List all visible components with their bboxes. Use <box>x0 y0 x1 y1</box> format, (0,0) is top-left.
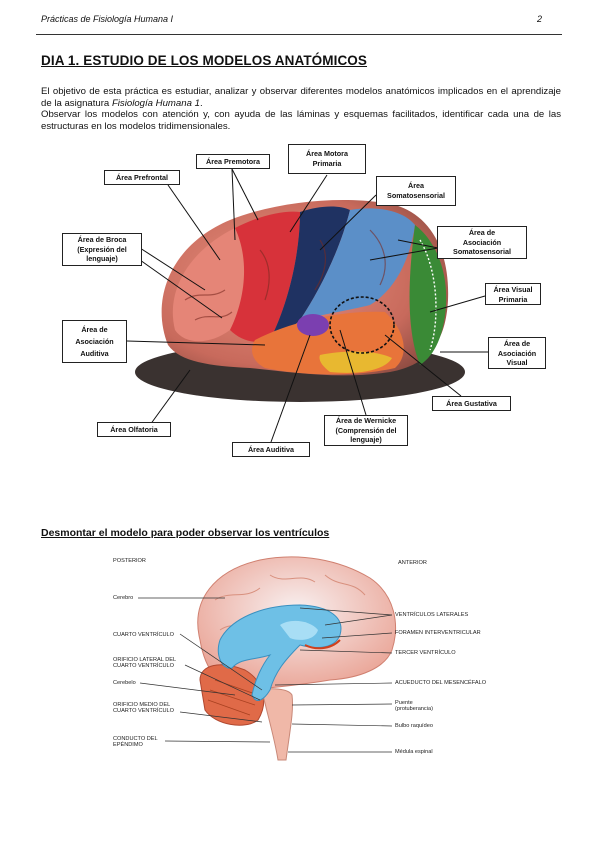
label-posterior: POSTERIOR <box>113 558 146 564</box>
label-area-prefrontal: Área Prefrontal <box>104 170 180 185</box>
header-rule <box>36 34 562 35</box>
label-anterior: ANTERIOR <box>398 560 427 566</box>
label-medula-espinal: Médula espinal <box>395 749 433 755</box>
ventricles-section-title: Desmontar el modelo para poder observar … <box>41 527 330 539</box>
label-tercer-ventriculo: TERCER VENTRÍCULO <box>395 650 456 656</box>
label-cuarto-ventriculo: CUARTO VENTRÍCULO <box>113 632 175 638</box>
label-area-premotora: Área Premotora <box>196 154 270 169</box>
label-area-olfatoria: Área Olfatoria <box>97 422 171 437</box>
label-cerebro: Cerebro <box>113 595 134 601</box>
intro-paragraph-2: Observar los modelos con atención y, con… <box>41 109 561 132</box>
label-area-gustativa: Área Gustativa <box>432 396 511 411</box>
label-puente: Puente(protuberancia) <box>395 700 433 713</box>
label-cerebelo: Cerebelo <box>113 680 136 686</box>
label-foramen-interventricular: FORAMEN INTERVENTRICULAR <box>395 630 481 636</box>
page-number: 2 <box>537 14 543 24</box>
intro-paragraph-1: El objetivo de esta práctica es estudiar… <box>41 86 561 109</box>
label-acueducto-mesencefalo: ACUEDUCTO DEL MESENCÉFALO <box>395 680 487 686</box>
section-title: DIA 1. ESTUDIO DE LOS MODELOS ANATÓMICOS <box>41 53 368 68</box>
label-area-auditiva: Área Auditiva <box>232 442 310 457</box>
label-ventriculos-laterales: VENTRÍCULOS LATERALES <box>395 612 469 618</box>
header-title: Prácticas de Fisiología Humana I <box>41 14 174 24</box>
label-bulbo-raquideo: Bulbo raquídeo <box>395 723 433 729</box>
